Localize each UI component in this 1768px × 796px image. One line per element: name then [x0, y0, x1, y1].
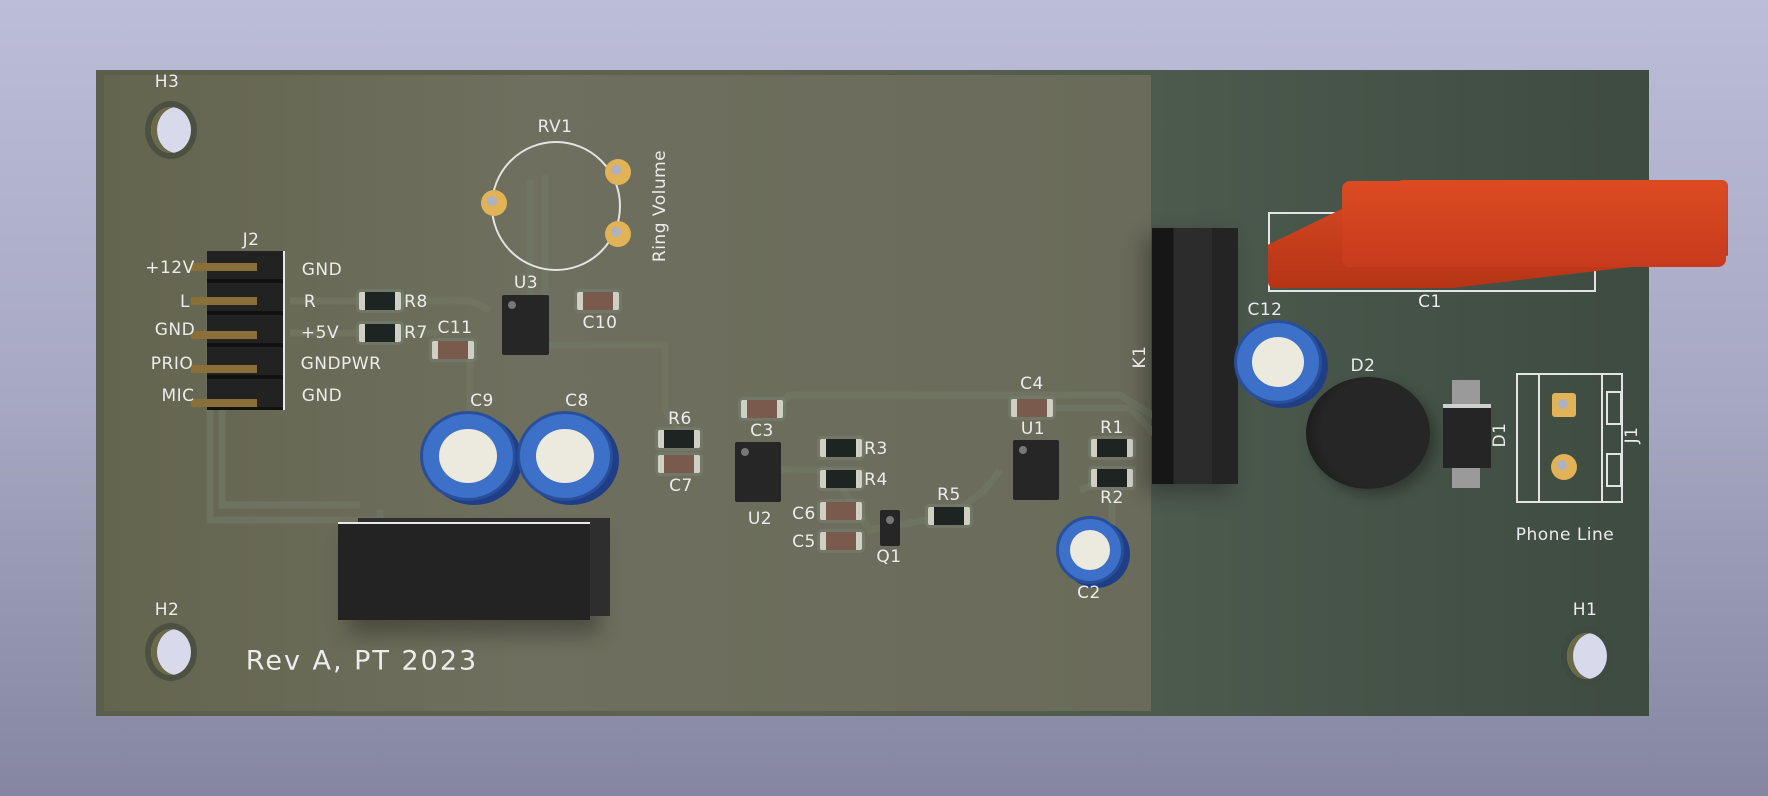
rv1-label: RV1: [537, 117, 573, 137]
capacitor-c6: [820, 502, 862, 520]
pin-label-l: L: [180, 292, 190, 312]
d1-label: D1: [1490, 422, 1510, 448]
c11-label: C11: [437, 318, 473, 338]
ring-volume-label: Ring Volume: [650, 149, 670, 263]
pin-label-gnd: GND: [154, 320, 196, 340]
ic-u1: [1013, 440, 1059, 500]
r8-label: R8: [404, 292, 428, 312]
rv1-pad: [605, 159, 631, 185]
pin-label-gnd: GND: [301, 260, 343, 280]
transformer-block: [338, 522, 590, 620]
resistor-r6: [658, 430, 700, 448]
rv1-pad: [605, 221, 631, 247]
c7-label: C7: [669, 476, 693, 496]
u2-label: U2: [747, 509, 773, 529]
d2-label: D2: [1350, 356, 1376, 376]
c8-label: C8: [565, 391, 589, 411]
h1-label: H1: [1572, 600, 1598, 620]
resistor-r1: [1091, 439, 1133, 457]
capacitor-c3: [741, 400, 783, 418]
pin-label-r: R: [303, 292, 317, 312]
r6-label: R6: [668, 409, 692, 429]
pin-label-gnd: GND: [301, 386, 343, 406]
j1-pad: [1551, 454, 1577, 480]
diode-d2: [1306, 377, 1430, 489]
mounting-hole-h3: [145, 101, 197, 159]
j2-label: J2: [242, 230, 260, 250]
rv1-outline: [491, 141, 621, 271]
c1-label: C1: [1418, 292, 1442, 312]
r5-label: R5: [937, 485, 961, 505]
capacitor-c11: [432, 341, 474, 359]
r4-label: R4: [864, 470, 888, 490]
pin-label-12v: +12V: [145, 258, 195, 278]
h2-label: H2: [154, 600, 180, 620]
mounting-hole-h2: [145, 623, 197, 681]
c3-label: C3: [750, 421, 774, 441]
capacitor-c12: [1234, 320, 1322, 404]
r7-label: R7: [404, 323, 428, 343]
phone-line-label: Phone Line: [1515, 525, 1615, 545]
k1-label: K1: [1130, 345, 1150, 369]
c5-label: C5: [792, 532, 816, 552]
resistor-r7: [359, 324, 401, 342]
pin-label-gndpwr: GNDPWR: [300, 354, 382, 374]
relay-k1: [1152, 228, 1238, 484]
c4-label: C4: [1020, 374, 1044, 394]
pin-label-mic: MIC: [161, 386, 195, 406]
pin-label-5v: +5V: [300, 323, 340, 343]
r1-label: R1: [1100, 418, 1124, 438]
c10-label: C10: [582, 313, 618, 333]
capacitor-c2: [1056, 516, 1124, 584]
c2-label: C2: [1077, 583, 1101, 603]
revision-text: Rev A, PT 2023: [245, 645, 479, 677]
h3-label: H3: [154, 72, 180, 92]
j1-connector: [1516, 373, 1623, 503]
r3-label: R3: [864, 439, 888, 459]
capacitor-c9: [420, 411, 516, 501]
pin-label-prio: PRIO: [150, 354, 194, 374]
capacitor-c7: [658, 455, 700, 473]
transistor-q1: [880, 510, 900, 546]
diode-d1: [1443, 404, 1491, 468]
j1-pad: [1552, 393, 1576, 417]
resistor-r2: [1091, 469, 1133, 487]
ic-u3: [502, 295, 549, 355]
mounting-hole-h1: [1561, 627, 1613, 685]
r2-label: R2: [1100, 488, 1124, 508]
rv1-pad: [481, 190, 507, 216]
resistor-r8: [359, 292, 401, 310]
j1-label: J1: [1622, 426, 1642, 444]
capacitor-c10: [577, 292, 619, 310]
capacitor-c1-top: [1342, 181, 1726, 267]
j2-header: [191, 251, 285, 410]
resistor-r3: [820, 439, 862, 457]
resistor-r5: [928, 507, 970, 525]
c6-label: C6: [792, 504, 816, 524]
capacitor-c4: [1011, 399, 1053, 417]
resistor-r4: [820, 470, 862, 488]
capacitor-c5: [820, 532, 862, 550]
u3-label: U3: [513, 273, 539, 293]
c9-label: C9: [470, 391, 494, 411]
q1-label: Q1: [876, 547, 902, 567]
c12-label: C12: [1247, 300, 1283, 320]
u1-label: U1: [1020, 419, 1046, 439]
ic-u2: [735, 442, 781, 502]
capacitor-c8: [517, 411, 613, 501]
